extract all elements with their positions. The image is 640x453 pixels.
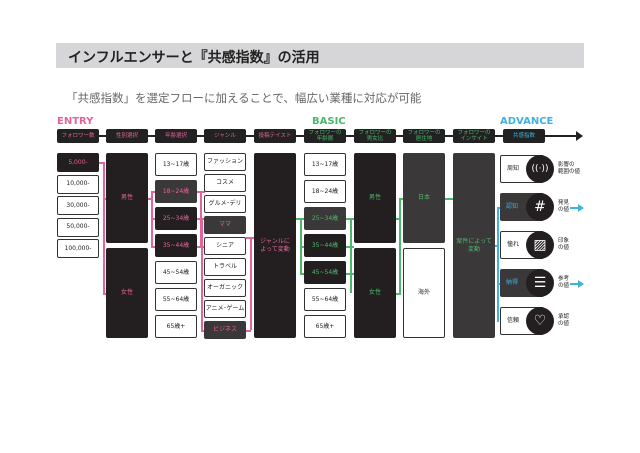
column-header: 年齢選択 (155, 129, 197, 143)
column-header: 性別選択 (106, 129, 148, 143)
stage-entry: ENTRY (57, 116, 94, 127)
connector-line (151, 218, 155, 220)
broadcast-icon: ((·)) (526, 155, 554, 183)
connector-line (103, 162, 105, 294)
empathy-value: 参考 の値 (558, 276, 570, 290)
age-option[interactable]: 55~64歳 (155, 288, 197, 311)
empathy-value: 印象 の値 (558, 238, 570, 252)
basic-age-option[interactable]: 65歳+ (304, 315, 346, 338)
connector-line (396, 218, 401, 220)
empathy-value: 承認 の値 (558, 314, 570, 328)
arrow-head-icon (576, 131, 583, 141)
age-option[interactable]: 18~24歳 (155, 180, 197, 203)
age-option[interactable]: 45~54歳 (155, 261, 197, 284)
notes-icon: ☰ (526, 269, 554, 297)
basic-age-option[interactable]: 13~17歳 (304, 153, 346, 176)
gender-male[interactable]: 男性 (106, 153, 148, 243)
stage-advance: ADVANCE (500, 116, 554, 127)
post-taste[interactable]: ジャンルに よって変動 (254, 153, 296, 338)
age-option[interactable]: 13~17歳 (155, 153, 197, 176)
connector-line (399, 198, 403, 200)
genre-option[interactable]: オーガニック (204, 279, 246, 297)
gender-female[interactable]: 女性 (106, 248, 148, 338)
title-bar: インフルエンサーと『共感指数』の活用 (56, 43, 584, 68)
connector-line (300, 273, 304, 275)
genre-option[interactable]: グルメ･デリ (204, 195, 246, 213)
connector-line (497, 207, 499, 322)
basic-age-option[interactable]: 35~44歳 (304, 234, 346, 257)
age-option[interactable]: 65歳+ (155, 315, 197, 338)
column-header: フォロワーの 居住地 (403, 129, 445, 143)
empathy-value: 発見 の値 (558, 200, 570, 214)
residence-overseas[interactable]: 海外 (403, 248, 445, 338)
genre-option[interactable]: トラベル (204, 258, 246, 276)
basic-gender-male[interactable]: 男性 (354, 153, 396, 243)
column-header: フォロワーの 年齢層 (304, 129, 346, 143)
genre-option[interactable]: アニメ･ゲーム (204, 300, 246, 318)
stage-basic: BASIC (312, 116, 346, 127)
subtitle: 「共感指数」を選定フローに加えることで、幅広い業種に対応が可能 (66, 91, 422, 105)
connector-line (445, 198, 453, 200)
age-option[interactable]: 35~44歳 (155, 234, 197, 257)
connector-line (246, 330, 251, 332)
basic-age-option[interactable]: 45~54歳 (304, 261, 346, 284)
connector-line (399, 198, 401, 293)
follower-option[interactable]: 30,000- (57, 196, 99, 215)
age-option[interactable]: 25~34歳 (155, 207, 197, 230)
column-header: フォロワーの インサイト (453, 129, 495, 143)
column-header: フォロワーの 男女比 (354, 129, 396, 143)
residence-japan[interactable]: 日本 (403, 153, 445, 243)
connector-line (201, 330, 204, 332)
column-header: ジャンル (204, 129, 246, 143)
column-header: 共感指数 (503, 129, 545, 143)
empathy-value: 影響の 範囲の値 (558, 162, 581, 176)
follower-option[interactable]: 50,000- (57, 217, 99, 237)
arrow-icon (578, 204, 584, 212)
follower-insight[interactable]: 案件によって 変動 (453, 153, 495, 338)
connector-line (497, 283, 501, 285)
genre-option[interactable]: ビジネス (204, 321, 246, 339)
basic-age-option[interactable]: 25~34歳 (304, 207, 346, 230)
basic-age-option[interactable]: 55~64歳 (304, 288, 346, 311)
connector-line (103, 198, 106, 200)
genre-option[interactable]: ファッション (204, 153, 246, 171)
connector-line (103, 293, 106, 295)
follower-option[interactable]: 10,000- (57, 174, 99, 194)
page-title: インフルエンサーと『共感指数』の活用 (68, 50, 320, 66)
connector-line (300, 218, 302, 273)
connector-line (396, 293, 401, 295)
connector-line (300, 246, 304, 248)
connector-line (497, 207, 501, 209)
follower-option[interactable]: 5,000- (57, 153, 99, 172)
connector-line (148, 198, 152, 200)
connector-line (99, 162, 104, 164)
genre-option[interactable]: ママ (204, 216, 246, 234)
connector-line (570, 283, 580, 285)
connector-line (151, 246, 155, 248)
arrow-icon (578, 280, 584, 288)
connector-line (350, 218, 352, 293)
connector-line (250, 237, 252, 330)
connector-line (151, 191, 155, 193)
basic-gender-female[interactable]: 女性 (354, 248, 396, 338)
genre-option[interactable]: コスメ (204, 174, 246, 192)
image-icon: ▨ (526, 231, 554, 259)
connector-line (570, 207, 580, 209)
hashtag-icon: # (526, 193, 554, 221)
follower-option[interactable]: 100,000- (57, 239, 99, 258)
column-header: 投稿テイスト (254, 129, 296, 143)
heart-chat-icon: ♡ (526, 307, 554, 335)
genre-option[interactable]: シニア (204, 237, 246, 255)
connector-line (201, 218, 203, 330)
column-header: フォロワー数 (57, 129, 99, 143)
basic-age-option[interactable]: 18~24歳 (304, 180, 346, 203)
